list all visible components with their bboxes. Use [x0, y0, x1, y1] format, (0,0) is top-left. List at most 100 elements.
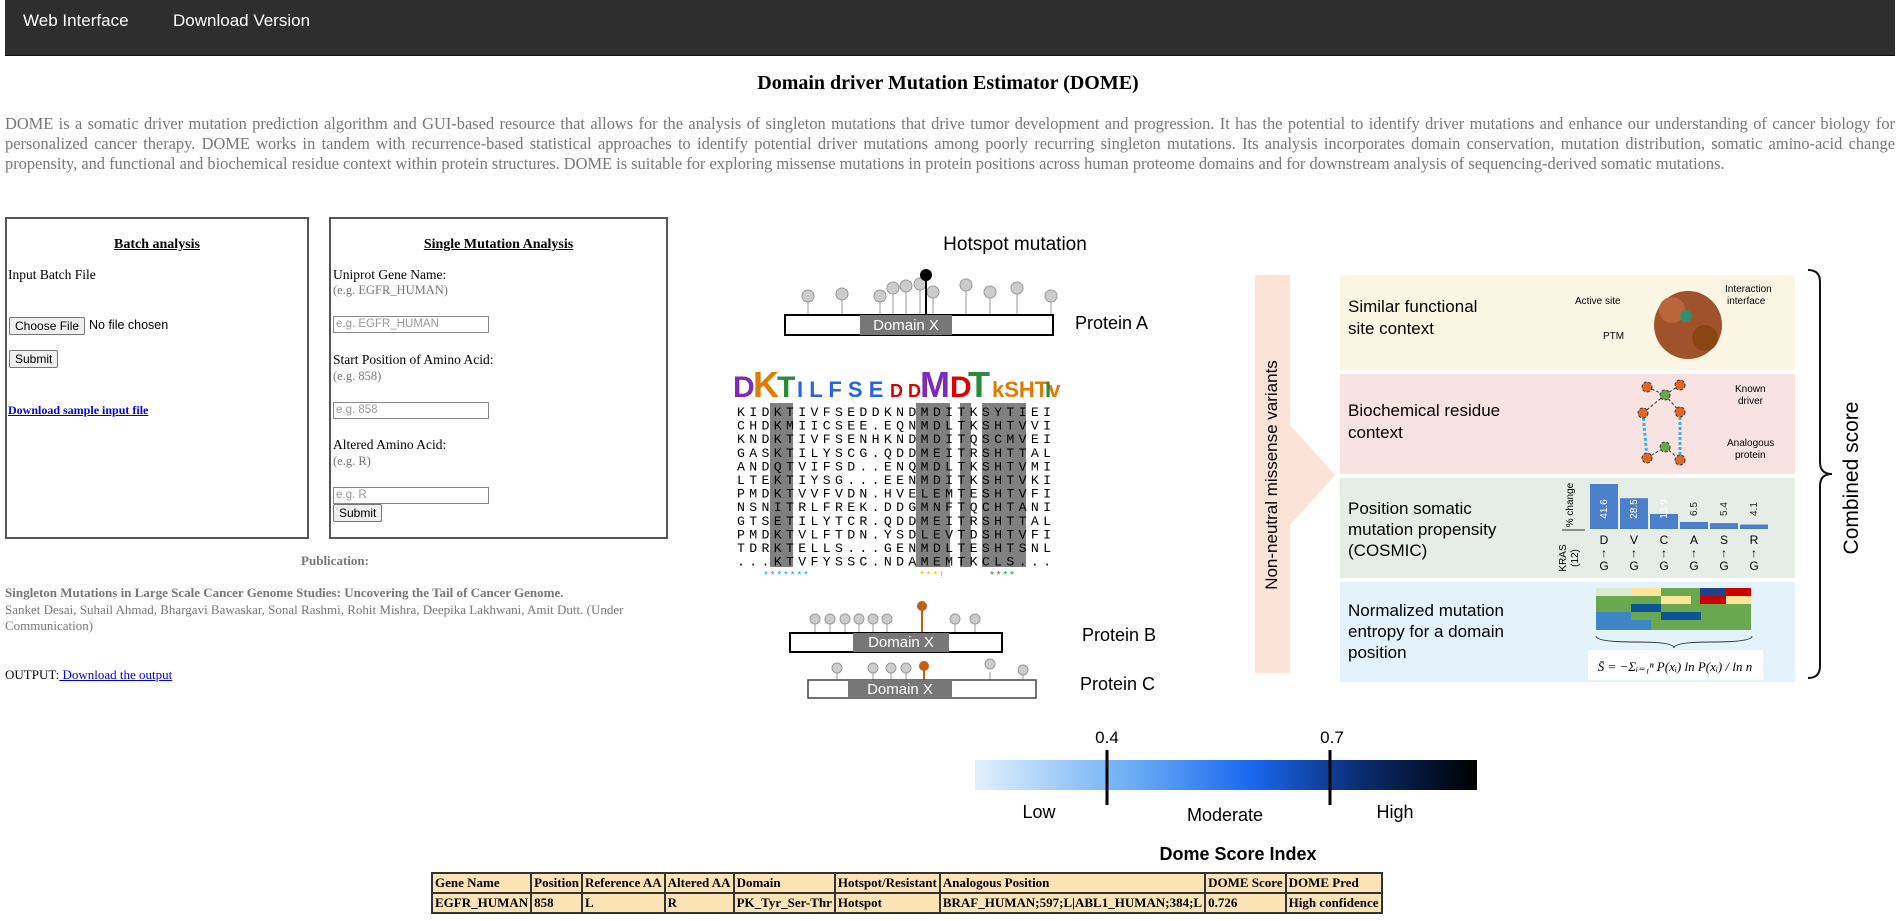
- box1-line2: site context: [1348, 319, 1434, 338]
- cosmic-aa-label: S: [1720, 533, 1728, 547]
- start-position-input[interactable]: e.g. 858: [333, 402, 489, 419]
- svg-text:* * * *: * * * *: [990, 570, 1014, 581]
- cosmic-bar-value: 41.6: [1599, 499, 1610, 519]
- svg-text:M: M: [920, 364, 950, 405]
- download-output-link[interactable]: Download the output: [59, 667, 173, 682]
- cell-score: 0.726: [1204, 892, 1287, 914]
- download-sample-link[interactable]: Download sample input file: [8, 403, 149, 417]
- cosmic-bar: [1650, 513, 1678, 529]
- biochemical-context-box: [1340, 374, 1795, 474]
- cosmic-arrow: ↑: [1601, 546, 1607, 560]
- cosmic-bar-value: 13.9: [1659, 499, 1670, 519]
- sequence-logo: D K T I L F S E D D M D T kSHTv I: [733, 364, 1061, 405]
- tag-protein: protein: [1735, 450, 1766, 461]
- gene-label: Uniprot Gene Name:: [333, 267, 447, 282]
- nav-web-interface[interactable]: Web Interface: [23, 11, 129, 30]
- publication-title: Singleton Mutations in Large Scale Cance…: [5, 585, 564, 600]
- table-row: EGFR_HUMAN 858 L R PK_Tyr_Ser-Thr Hotspo…: [430, 892, 1383, 914]
- cosmic-arrow: ↑: [1751, 546, 1757, 560]
- alignment-stars: * * * * * * * * * * ! * * * *: [764, 570, 1014, 581]
- box3-line1: Position somatic: [1348, 499, 1472, 518]
- entropy-heatmap: [1596, 588, 1751, 630]
- gene-hint: (e.g. EGFR_HUMAN): [333, 283, 448, 297]
- altered-aa-input[interactable]: e.g. R: [333, 487, 489, 504]
- entropy-formula: S̄ = −Σᵢ₌₁ⁿ P(xᵢ) ln P(xᵢ) / ln n: [1598, 659, 1753, 674]
- protein-c-label: Protein C: [1080, 674, 1155, 694]
- output-label: OUTPUT:: [5, 667, 60, 682]
- top-navbar: Web Interface Download Version: [5, 0, 1895, 56]
- scale-tick-04: 0.4: [1095, 728, 1119, 747]
- batch-analysis-panel: Batch analysis Input Batch File Choose F…: [5, 217, 309, 539]
- nav-download-version[interactable]: Download Version: [173, 11, 311, 30]
- cosmic-bar-value: 6.5: [1689, 502, 1700, 516]
- tag-driver: driver: [1738, 396, 1764, 407]
- non-neutral-arrow: [1255, 275, 1335, 673]
- cosmic-bar: [1680, 521, 1708, 529]
- page-title: Domain driver Mutation Estimator (DOME): [757, 72, 1139, 94]
- domain-x-a: [860, 315, 952, 335]
- output-line: OUTPUT: Download the output: [5, 667, 665, 683]
- header-cell: Gene Name: [430, 872, 533, 894]
- svg-text:T: T: [777, 371, 795, 404]
- choose-file-button[interactable]: Choose File: [9, 317, 86, 335]
- cosmic-aa-label: R: [1750, 533, 1759, 547]
- cosmic-from-label: G: [1629, 559, 1638, 573]
- cell-analogous: BRAF_HUMAN;597;L|ABL1_HUMAN;384;L: [938, 892, 1207, 914]
- box2-line2: context: [1348, 423, 1403, 442]
- protein-b-label: Protein B: [1082, 625, 1156, 645]
- table-header-row: Gene Name Position Reference AA Altered …: [430, 872, 1383, 894]
- header-cell: Domain: [732, 872, 836, 894]
- cosmic-arrow: ↑: [1721, 546, 1727, 560]
- cosmic-bar-value: 28.5: [1629, 499, 1640, 519]
- start-label: Start Position of Amino Acid:: [333, 352, 494, 367]
- header-cell: Reference AA: [580, 872, 666, 894]
- alt-label: Altered Amino Acid:: [333, 437, 447, 452]
- dome-overview-figure: Hotspot mutation Domain X Protein A D K …: [725, 234, 1863, 864]
- cell-altered-aa: R: [663, 892, 735, 914]
- cosmic-aa-label: C: [1660, 533, 1669, 547]
- cosmic-from-label: G: [1599, 559, 1608, 573]
- combined-score-label: Combined score: [1840, 402, 1863, 555]
- results-table: Gene Name Position Reference AA Altered …: [430, 872, 1383, 914]
- domain-x-b-label: Domain X: [868, 634, 934, 651]
- kras-pos-label: (12): [1570, 549, 1581, 567]
- single-submit-button[interactable]: Submit: [333, 504, 383, 522]
- scale-high: High: [1376, 802, 1413, 822]
- box4-line1: Normalized mutation: [1348, 601, 1504, 620]
- cosmic-from-label: G: [1719, 559, 1728, 573]
- box4-line3: position: [1348, 643, 1407, 662]
- cosmic-bar-value: 4.1: [1749, 502, 1760, 516]
- cosmic-from-label: G: [1659, 559, 1668, 573]
- svg-text:T: T: [968, 364, 990, 405]
- cosmic-aa-label: D: [1600, 533, 1609, 547]
- cosmic-arrow: ↑: [1661, 546, 1667, 560]
- batch-submit-button[interactable]: Submit: [9, 350, 59, 368]
- tag-interface: interface: [1727, 296, 1766, 307]
- header-cell: DOME Score: [1204, 872, 1287, 894]
- cosmic-bar: [1740, 524, 1768, 529]
- svg-text:I: I: [1045, 377, 1051, 402]
- cosmic-from-label: G: [1749, 559, 1758, 573]
- tag-analogous: Analogous: [1727, 438, 1774, 449]
- svg-text:D: D: [950, 371, 972, 404]
- cosmic-bars: 41.6D↑G28.5V↑G13.9C↑G6.5A↑G5.4S↑G4.1R↑G: [1590, 484, 1768, 573]
- cosmic-bar: [1620, 498, 1648, 529]
- gene-name-input[interactable]: e.g. EGFR_HUMAN: [333, 316, 489, 333]
- scale-title: Dome Score Index: [1159, 844, 1316, 864]
- header-cell: Position: [530, 872, 583, 894]
- svg-text:* * * * * * *: * * * * * * *: [764, 570, 808, 581]
- box2-line1: Biochemical residue: [1348, 401, 1500, 420]
- cell-gene: EGFR_HUMAN: [430, 892, 533, 914]
- cell-position: 858: [530, 892, 583, 914]
- svg-text:K: K: [753, 364, 779, 405]
- cosmic-from-label: G: [1689, 559, 1698, 573]
- tag-interaction: Interaction: [1725, 284, 1772, 295]
- svg-text:D: D: [733, 371, 755, 404]
- batch-input-label: Input Batch File: [8, 267, 96, 282]
- dome-score-gradient: [975, 760, 1477, 790]
- svg-text:* * * !: * * * !: [920, 570, 943, 581]
- svg-text:D D: D D: [890, 381, 921, 401]
- alt-hint: (e.g. R): [333, 454, 371, 468]
- header-cell: Altered AA: [663, 872, 735, 894]
- hotspot-title: Hotspot mutation: [943, 234, 1087, 255]
